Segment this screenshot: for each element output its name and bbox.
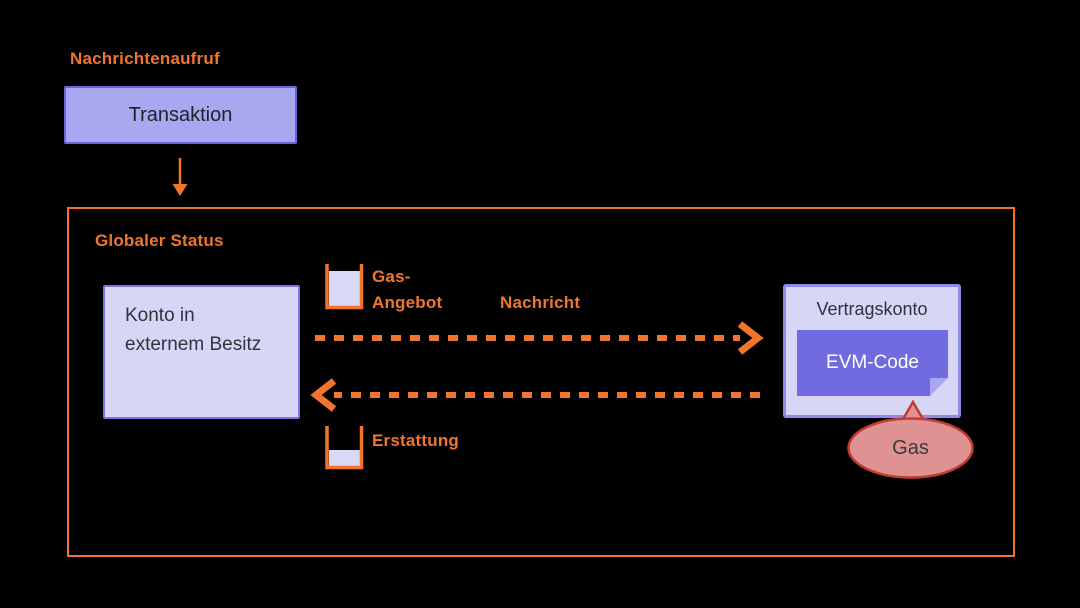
evm-code-background <box>797 330 948 396</box>
message-label: Nachricht <box>500 293 581 312</box>
refund-label: Erstattung <box>372 431 459 450</box>
eoa-label: Konto in externem Besitz <box>125 305 262 355</box>
global-state-label: Globaler Status <box>95 231 224 250</box>
transaction-box: Transaktion <box>64 86 297 144</box>
page-fold-icon <box>930 378 948 396</box>
global-state-box <box>67 207 1015 557</box>
down-arrow-icon <box>172 158 188 196</box>
gas-offer-label: Gas-Angebot <box>372 267 443 312</box>
eoa-box: Konto in externem Besitz <box>103 285 300 419</box>
evm-code-box: EVM-Code <box>797 330 948 396</box>
flow-label: Nachrichtenaufruf <box>70 49 220 68</box>
gas-label: Gas <box>892 436 929 459</box>
contract-label: Vertragskonto <box>816 299 928 319</box>
transaction-label: Transaktion <box>128 103 233 126</box>
evm-code-label: EVM-Code <box>826 352 919 373</box>
